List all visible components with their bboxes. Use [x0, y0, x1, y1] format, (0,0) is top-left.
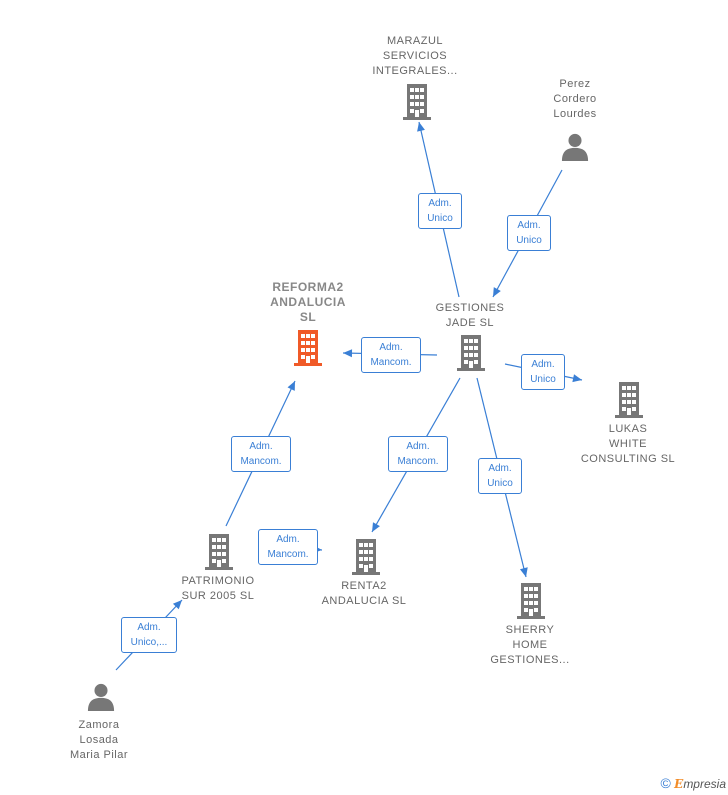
edge-arrowhead-e4	[572, 374, 582, 383]
edge-arrowhead-e9	[172, 600, 182, 610]
empresia-watermark: © Empresia	[660, 775, 726, 791]
lukas-building-icon[interactable]	[615, 382, 643, 418]
brand-rest: mpresia	[683, 777, 726, 791]
edge-label-gestiones-sherry[interactable]: Adm.Unico	[478, 458, 522, 494]
perez-label[interactable]: Perez Cordero Lourdes	[553, 78, 597, 120]
edge-label-gestiones-lukas[interactable]: Adm.Unico	[521, 354, 565, 390]
sherry-label[interactable]: SHERRY HOME GESTIONES...	[490, 624, 570, 666]
edge-arrowhead-e5	[372, 522, 380, 532]
reforma2-building-icon[interactable]	[294, 330, 322, 366]
gestiones-label[interactable]: GESTIONES JADE SL	[435, 302, 505, 329]
edge-arrowhead-e2	[493, 287, 501, 297]
marazul-building-icon[interactable]	[403, 84, 431, 120]
patrimonio-label[interactable]: PATRIMONIO SUR 2005 SL	[181, 575, 255, 602]
patrimonio-building-icon[interactable]	[205, 534, 233, 570]
edge-arrowhead-e1	[417, 122, 425, 132]
edge-label-perez-gestiones[interactable]: Adm.Unico	[507, 215, 551, 251]
edge-label-gestiones-marazul[interactable]: Adm.Unico	[418, 193, 462, 229]
marazul-label[interactable]: MARAZUL SERVICIOS INTEGRALES...	[372, 35, 458, 77]
edge-arrowhead-e7	[287, 381, 295, 391]
edge-label-patrimonio-renta2[interactable]: Adm.Mancom.	[258, 529, 318, 565]
edge-label-zamora-patrimonio[interactable]: Adm.Unico,...	[121, 617, 177, 653]
zamora-person-icon[interactable]	[87, 683, 115, 711]
edge-label-gestiones-reforma2[interactable]: Adm.Mancom.	[361, 337, 421, 373]
renta2-label[interactable]: RENTA2 ANDALUCIA SL	[321, 580, 407, 607]
sherry-building-icon[interactable]	[517, 583, 545, 619]
gestiones-building-icon[interactable]	[457, 335, 485, 371]
renta2-building-icon[interactable]	[352, 539, 380, 575]
zamora-label[interactable]: Zamora Losada Maria Pilar	[69, 719, 129, 761]
brand-initial: E	[674, 777, 684, 791]
edge-label-patrimonio-reforma2[interactable]: Adm.Mancom.	[231, 436, 291, 472]
edge-arrowhead-e6	[519, 567, 528, 577]
edge-arrowhead-e3	[343, 349, 353, 358]
perez-person-icon[interactable]	[561, 133, 589, 161]
copyright-icon: ©	[660, 775, 671, 791]
lukas-label[interactable]: LUKAS WHITE CONSULTING SL	[580, 423, 676, 465]
reforma2-label[interactable]: REFORMA2 ANDALUCIA SL	[270, 280, 346, 324]
edge-label-gestiones-renta2[interactable]: Adm.Mancom.	[388, 436, 448, 472]
